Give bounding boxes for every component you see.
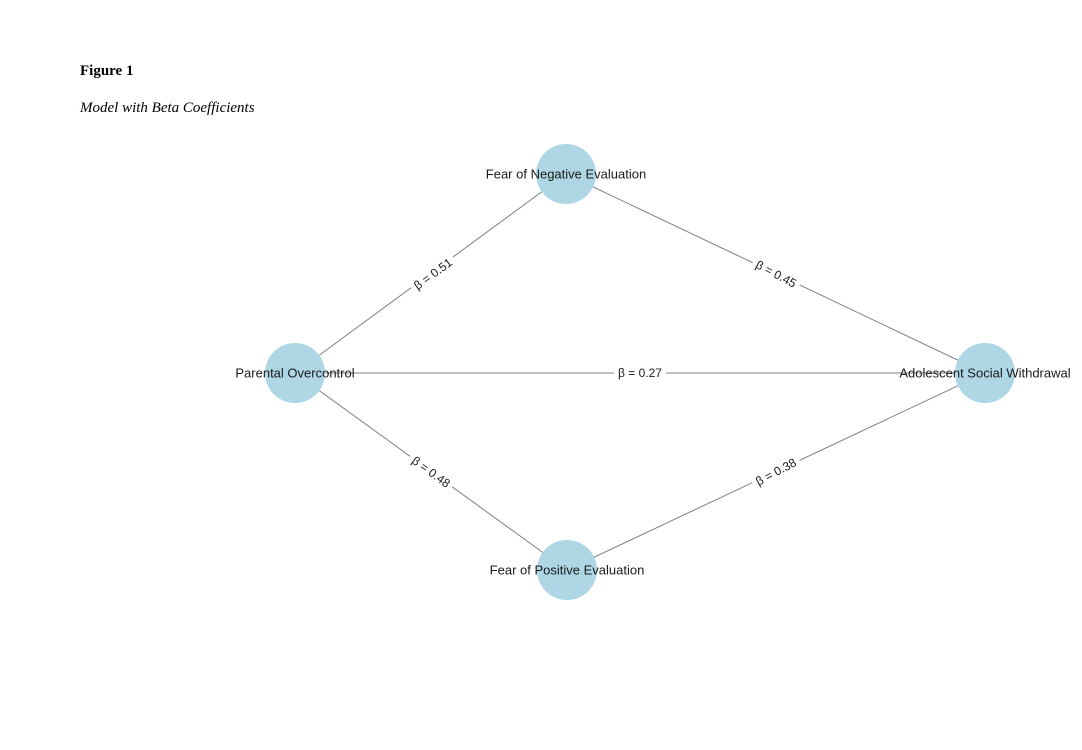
node-label-fne: Fear of Negative Evaluation <box>485 166 647 182</box>
figure-title: Model with Beta Coefficients <box>80 100 255 116</box>
node-label-parental: Parental Overcontrol <box>235 365 355 381</box>
figure-caption-block: Figure 1 Model with Beta Coefficients <box>80 62 680 117</box>
node-fpe[interactable] <box>537 540 597 600</box>
node-label-fpe: Fear of Positive Evaluation <box>489 562 645 578</box>
node-label-withdrawal: Adolescent Social Withdrawal <box>899 365 1071 381</box>
node-parental[interactable] <box>265 343 325 403</box>
node-withdrawal[interactable] <box>955 343 1015 403</box>
edge-label-parental-withdrawal: β = 0.27 <box>614 365 666 381</box>
node-fne[interactable] <box>536 144 596 204</box>
figure-number: Figure 1 <box>80 63 134 79</box>
